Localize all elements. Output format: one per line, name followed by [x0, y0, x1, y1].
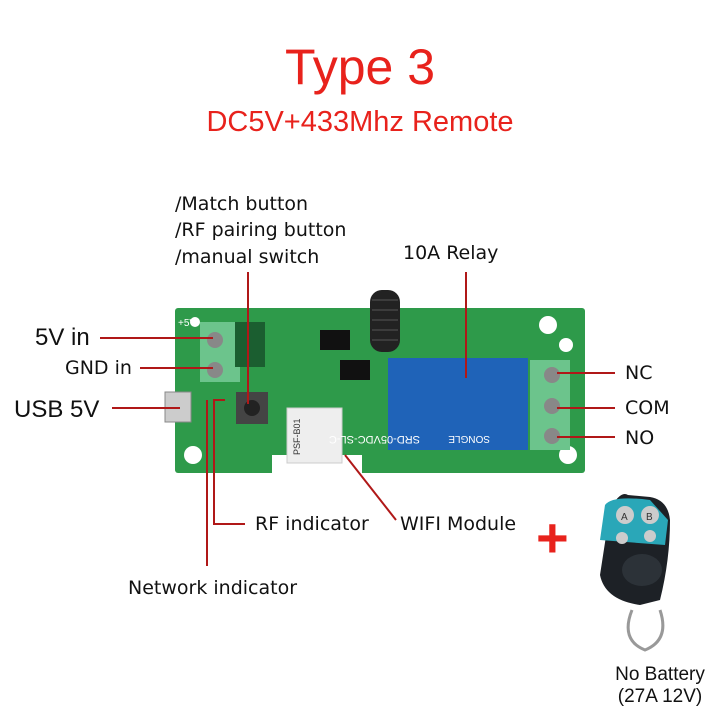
label-rf-pairing-button: /RF pairing button	[175, 219, 347, 241]
label-match-button: /Match button	[175, 193, 309, 215]
leader-lines	[100, 272, 615, 566]
label-rf-indicator: RF indicator	[255, 513, 369, 535]
label-no-battery: No Battery	[615, 664, 705, 685]
label-wifi-module: WIFI Module	[400, 513, 517, 535]
remote-button-b: B	[646, 512, 653, 523]
relay-brand: SONGLE	[448, 433, 490, 444]
pin-label: +5V	[178, 318, 196, 329]
remote-button-a: A	[621, 512, 628, 523]
output-terminal	[530, 360, 570, 450]
plus-sign: +	[536, 506, 569, 569]
label-nc: NC	[625, 362, 653, 384]
module-print: PSF-B01	[292, 418, 302, 455]
remote-control	[600, 494, 670, 652]
label-relay: 10A Relay	[403, 242, 499, 264]
label-no: NO	[625, 427, 655, 449]
label-gnd-in: GND in	[65, 357, 132, 379]
label-manual-switch: /manual switch	[175, 246, 320, 268]
label-5v-in: 5V in	[35, 324, 90, 351]
title: Type 3	[284, 39, 436, 95]
header	[235, 322, 265, 367]
input-terminal	[200, 322, 240, 382]
relay-print: SRD-05VDC-SL-C	[329, 433, 420, 445]
label-usb-5v: USB 5V	[14, 396, 100, 423]
label-battery-type: (27A 12V)	[617, 686, 703, 707]
relay: SRD-05VDC-SL-C SONGLE	[329, 358, 528, 450]
subtitle: DC5V+433Mhz Remote	[206, 106, 514, 138]
wifi-module	[286, 407, 343, 464]
label-network-indicator: Network indicator	[128, 577, 298, 599]
label-com: COM	[625, 397, 670, 419]
antenna	[370, 290, 400, 352]
